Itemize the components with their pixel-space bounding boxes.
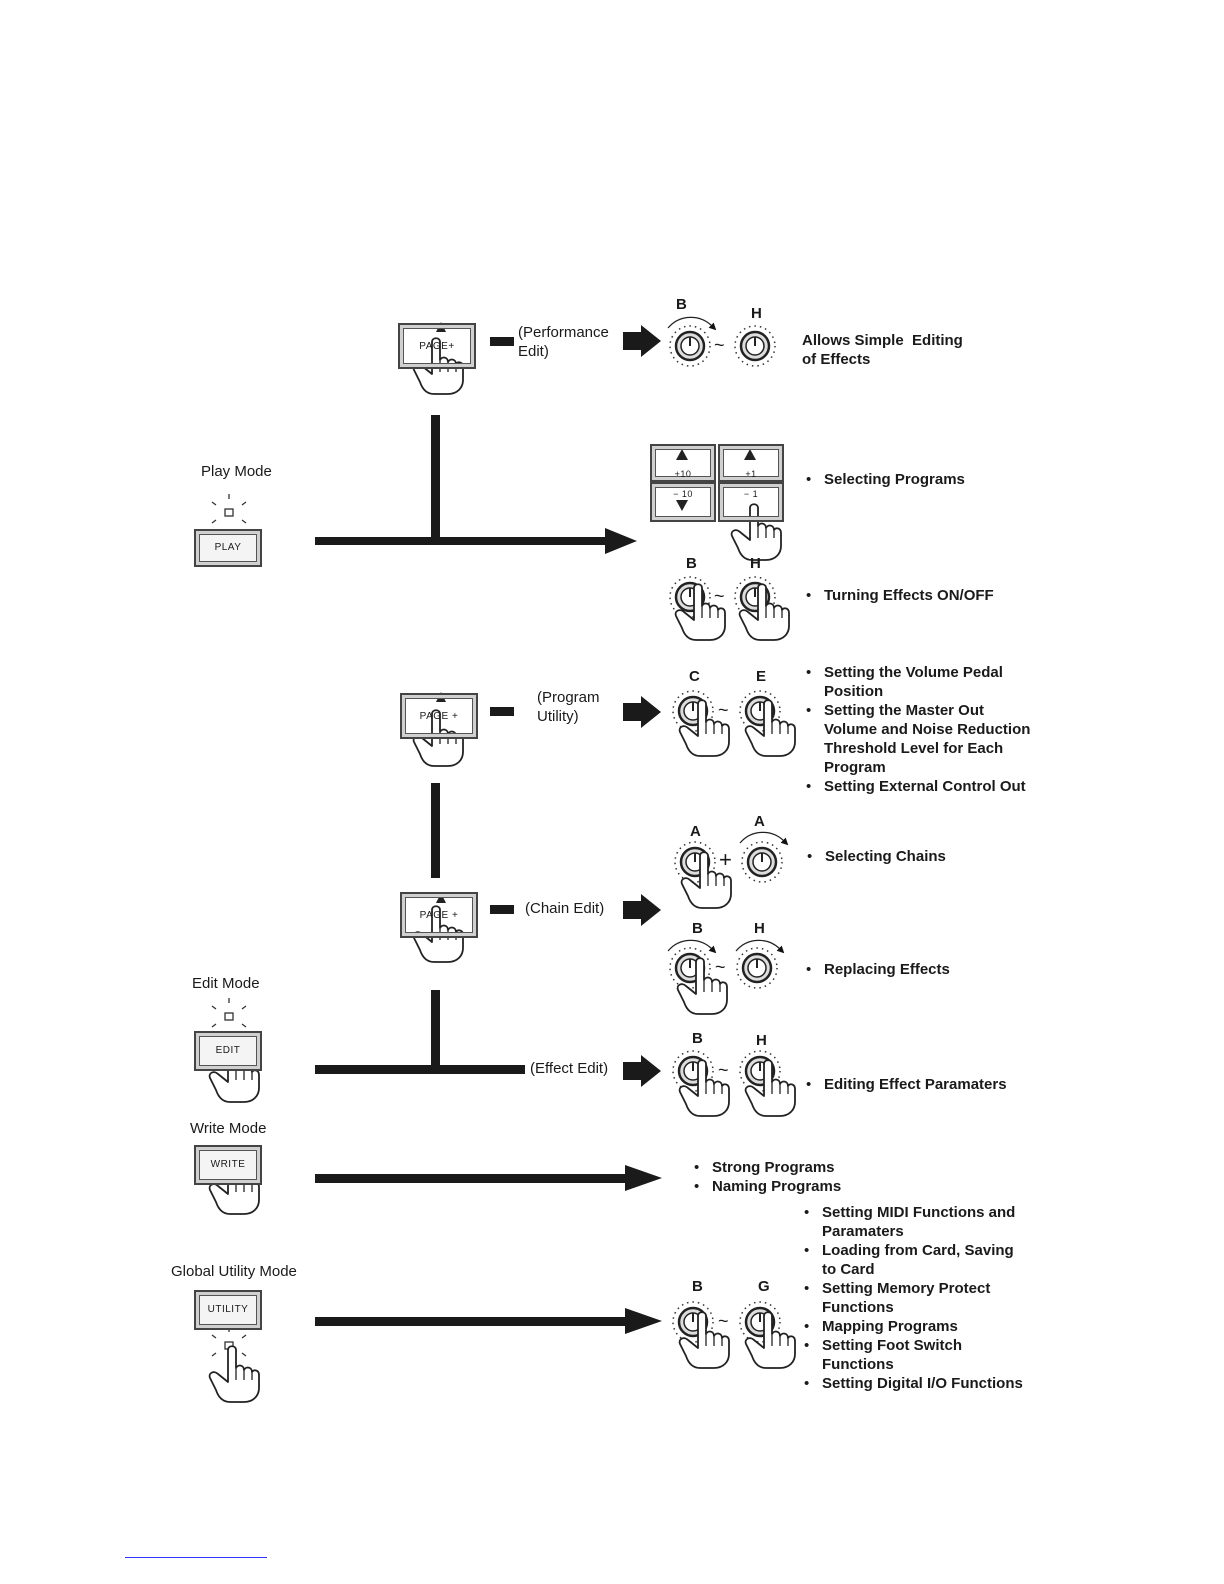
range-tilde: ~ <box>718 700 729 720</box>
program-utility-label: (Program Utility) <box>537 689 600 725</box>
list-item: Loading from Card, Saving to Card <box>802 1241 1023 1279</box>
editing-params-list: Editing Effect Paramaters <box>804 1075 1007 1094</box>
selecting-chains-list: Selecting Chains <box>805 847 946 866</box>
list-item: Setting Memory Protect Functions <box>802 1279 1023 1317</box>
knob-label-b: B <box>686 555 697 572</box>
knob-pair-chains <box>673 831 789 909</box>
range-tilde: ~ <box>715 957 726 977</box>
knob-pair-prog-utility <box>671 689 796 757</box>
footnote-rule <box>125 1557 267 1558</box>
write-button-label: WRITE <box>210 1159 246 1170</box>
knob-label-a: A <box>754 813 765 830</box>
page-plus-button-program[interactable]: PAGE + <box>400 693 478 739</box>
play-mode-label: Play Mode <box>201 463 272 480</box>
knob-label-h: H <box>750 555 761 572</box>
program-plus10-button[interactable]: +10 <box>650 444 716 482</box>
play-button-label: PLAY <box>214 542 242 553</box>
knob-label-b: B <box>676 296 687 313</box>
list-item: Editing Effect Paramaters <box>804 1075 1007 1094</box>
knob-pair-global <box>671 1300 796 1369</box>
program-utility-list: Setting the Volume Pedal Position Settin… <box>804 663 1030 796</box>
program-plus10-label: +10 <box>674 469 692 479</box>
knob-pair-replacing <box>667 939 785 1015</box>
turning-effects-list: Turning Effects ON/OFF <box>804 586 994 605</box>
range-tilde: ~ <box>718 1311 729 1331</box>
knob-label-a: A <box>690 823 701 840</box>
list-item: Setting MIDI Functions and Paramaters <box>802 1203 1023 1241</box>
effect-edit-label: (Effect Edit) <box>530 1060 609 1077</box>
plus-symbol: + <box>719 847 732 872</box>
write-utility-lines <box>315 1165 662 1334</box>
led-indicators <box>211 494 247 1357</box>
page-plus-label: PAGE+ <box>419 341 455 352</box>
knob-label-e: E <box>756 668 767 685</box>
knob-label-b: B <box>692 1030 703 1047</box>
play-flow-lines <box>315 325 661 554</box>
global-utility-list: Setting MIDI Functions and Paramaters Lo… <box>802 1203 1023 1393</box>
list-item: Setting External Control Out <box>804 777 1030 796</box>
utility-button[interactable]: UTILITY <box>194 1290 262 1330</box>
program-arrow-glyphs <box>436 322 756 903</box>
list-item: Turning Effects ON/OFF <box>804 586 994 605</box>
performance-edit-label: (Performance Edit) <box>518 324 609 360</box>
list-item: Selecting Chains <box>805 847 946 866</box>
knob-label-b: B <box>692 1278 703 1295</box>
write-mode-label: Write Mode <box>190 1120 267 1137</box>
program-plus1-label: +1 <box>745 469 757 479</box>
knob-label-g: G <box>758 1278 770 1295</box>
page-plus-label: PAGE + <box>419 711 459 722</box>
program-plus1-button[interactable]: +1 <box>718 444 784 482</box>
program-minus1-label: − 1 <box>743 489 759 499</box>
range-tilde: ~ <box>714 335 725 355</box>
play-button[interactable]: PLAY <box>194 529 262 567</box>
list-item: Setting the Master Out Volume and Noise … <box>804 701 1030 777</box>
knob-pair-effects-onoff <box>668 575 790 641</box>
page-plus-button-chain[interactable]: PAGE + <box>400 892 478 938</box>
write-button[interactable]: WRITE <box>194 1145 262 1185</box>
program-minus10-button[interactable]: − 10 <box>650 482 716 522</box>
list-item: Naming Programs <box>692 1177 841 1196</box>
page-plus-label: PAGE + <box>419 910 459 921</box>
performance-description: Allows Simple Editing of Effects <box>802 332 963 368</box>
program-minus10-label: − 10 <box>673 489 693 499</box>
edit-flow-lines <box>315 696 661 1087</box>
knob-pair-effect-edit <box>671 1049 796 1117</box>
global-utility-mode-label: Global Utility Mode <box>171 1263 297 1280</box>
range-tilde: ~ <box>714 586 725 606</box>
chain-edit-label: (Chain Edit) <box>525 900 605 917</box>
knob-label-c: C <box>689 668 700 685</box>
edit-button[interactable]: EDIT <box>194 1031 262 1071</box>
list-item: Replacing Effects <box>804 960 950 979</box>
edit-button-label: EDIT <box>215 1045 241 1056</box>
range-tilde: ~ <box>718 1060 729 1080</box>
knob-pair-perf <box>667 316 777 368</box>
page-plus-button-performance[interactable]: PAGE+ <box>398 323 476 369</box>
edit-mode-label: Edit Mode <box>192 975 260 992</box>
selecting-programs-list: Selecting Programs <box>804 470 965 489</box>
utility-button-label: UTILITY <box>207 1304 249 1315</box>
list-item: Mapping Programs <box>802 1317 1023 1336</box>
write-functions-list: Strong Programs Naming Programs <box>692 1158 841 1196</box>
list-item: Setting the Volume Pedal Position <box>804 663 1030 701</box>
list-item: Strong Programs <box>692 1158 841 1177</box>
knob-label-h: H <box>751 305 762 322</box>
list-item: Setting Digital I/O Functions <box>802 1374 1023 1393</box>
program-minus1-button[interactable]: − 1 <box>718 482 784 522</box>
list-item: Setting Foot Switch Functions <box>802 1336 1023 1374</box>
list-item: Selecting Programs <box>804 470 965 489</box>
knob-label-b: B <box>692 920 703 937</box>
knob-label-h: H <box>754 920 765 937</box>
knob-label-h: H <box>756 1032 767 1049</box>
replacing-effects-list: Replacing Effects <box>804 960 950 979</box>
